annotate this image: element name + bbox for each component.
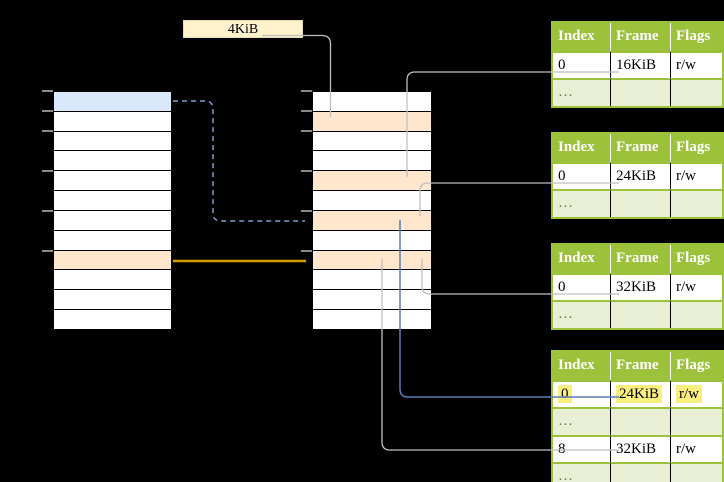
cell-flags: r/w [670,161,722,189]
col-header-flags: Flags [670,23,722,51]
cell-flags [670,300,722,328]
cell-index: 8 [553,434,610,462]
col-header-index: Index [553,245,610,273]
cell-flags [670,407,722,435]
table-row-ellipsis: … [553,189,722,217]
memory-row-white [313,289,431,310]
address-tick-physical [301,90,312,92]
cell-frame [610,407,670,435]
address-tick-virtual [42,250,53,252]
col-header-frame: Frame [610,352,670,380]
cell-flags: r/w [670,272,722,300]
address-tick-virtual [42,90,53,92]
cell-frame [610,78,670,106]
cell-index: … [553,300,610,328]
address-tick-physical [301,210,312,212]
cell-index: 0 [553,161,610,189]
address-tick-physical [301,250,312,252]
cell-flags: r/w [670,434,722,462]
page-size-label: 4KiB [183,20,303,38]
cell-index: 0 [553,379,610,407]
cell-flags: r/w [670,379,722,407]
address-tick-virtual [42,110,53,112]
cell-index: … [553,78,610,106]
physical-memory-column [312,91,432,330]
address-tick-physical [301,110,312,112]
memory-row-white [54,190,171,210]
cell-frame: 32KiB [610,272,670,300]
col-header-frame: Frame [610,23,670,51]
memory-row-white [54,309,171,329]
address-tick-physical [301,130,312,132]
col-header-flags: Flags [670,352,722,380]
memory-row-white [313,92,431,111]
memory-row-white [313,130,431,151]
cell-frame: 16KiB [610,50,670,78]
cell-flags [670,78,722,106]
cell-index: 0 [553,272,610,300]
col-header-index: Index [553,352,610,380]
cell-frame: 24KiB [610,161,670,189]
col-header-index: Index [553,23,610,51]
memory-row-white [54,289,171,310]
memory-row-white [313,150,431,171]
memory-row-orange [313,249,431,270]
memory-row-white [54,110,171,131]
highlighted-value: 24KiB [616,384,663,403]
cell-index: 0 [553,50,610,78]
memory-row-white [54,269,171,290]
memory-row-white [54,150,171,171]
address-tick-physical [301,170,312,172]
memory-row-white [313,309,431,329]
arrow-virtual-page-translation [173,100,305,222]
col-header-frame: Frame [610,245,670,273]
table-row-ellipsis: … [553,462,722,482]
cell-frame: 24KiB [610,379,670,407]
cell-flags [670,189,722,217]
memory-row-orange [313,170,431,191]
cell-index: … [553,407,610,435]
cell-flags: r/w [670,50,722,78]
cell-frame: 32KiB [610,434,670,462]
col-header-frame: Frame [610,134,670,162]
highlighted-value: 0 [558,384,572,403]
table-row-ellipsis: … [553,78,722,106]
col-header-flags: Flags [670,245,722,273]
memory-row-blue [54,92,171,111]
memory-row-orange [54,249,171,270]
address-tick-virtual [42,210,53,212]
memory-row-white [54,130,171,151]
cell-frame [610,189,670,217]
cell-frame [610,462,670,482]
address-tick-virtual [42,130,53,132]
col-header-index: Index [553,134,610,162]
table-row-ellipsis: … [553,300,722,328]
virtual-memory-column [53,91,172,330]
table-row-ellipsis: … [553,407,722,435]
col-header-flags: Flags [670,134,722,162]
highlighted-value: r/w [676,384,702,403]
memory-row-orange [313,209,431,230]
cell-index: … [553,189,610,217]
memory-row-white [54,170,171,191]
cell-flags [670,462,722,482]
memory-row-white [313,269,431,290]
table-row: 0 24KiB r/w [553,379,722,407]
memory-row-white [313,190,431,210]
memory-row-white [54,229,171,250]
address-tick-virtual [42,170,53,172]
memory-row-orange [313,110,431,131]
memory-row-white [54,209,171,230]
cell-index: … [553,462,610,482]
cell-frame [610,300,670,328]
memory-row-white [313,229,431,250]
